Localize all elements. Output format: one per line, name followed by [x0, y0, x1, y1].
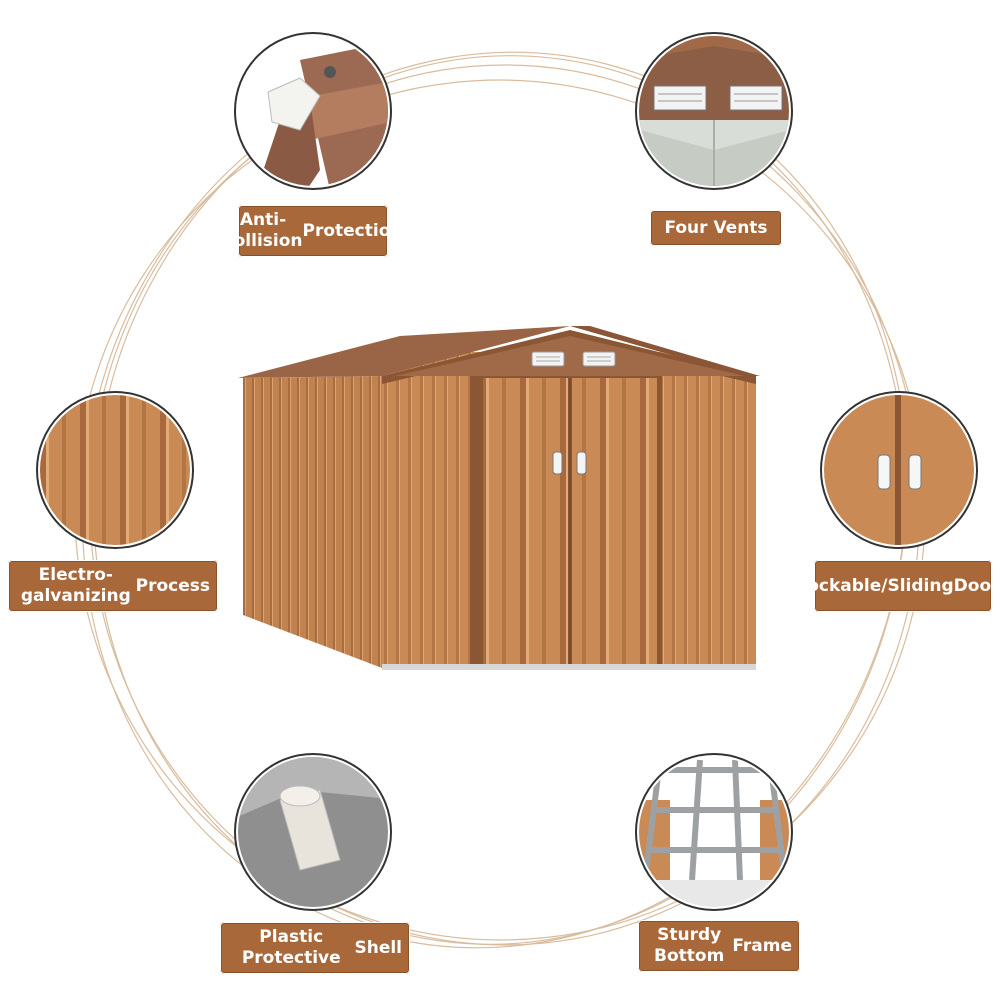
label-four-vents: Four Vents — [650, 210, 782, 246]
plastic-cap-icon — [234, 753, 392, 911]
label-sturdy-bottom: Sturdy Bottom Frame — [638, 920, 800, 972]
corrugated-panel-icon — [36, 391, 194, 549]
label-electro-galvanizing-line2: Process — [135, 575, 210, 596]
vent-right — [582, 351, 616, 367]
vent-icon — [635, 32, 793, 190]
label-anti-collision: Anti-collision Protection — [224, 205, 402, 257]
label-plastic-shell-line2: Shell — [354, 937, 402, 958]
label-electro-galvanizing: Electro-galvanizing Process — [8, 560, 218, 612]
label-lockable-doors: Lockable/Sliding Doors — [796, 560, 1000, 612]
label-lockable-doors-line1: Lockable/Sliding — [796, 575, 954, 596]
label-plastic-shell-line1: Plastic Protective — [241, 927, 341, 968]
door-handle-left — [552, 451, 563, 475]
metal-shed — [238, 326, 760, 670]
label-sturdy-bottom-line2: Frame — [732, 935, 792, 956]
label-sturdy-bottom-line1: Sturdy Bottom — [654, 925, 725, 966]
label-electro-galvanizing-line1: Electro-galvanizing — [20, 565, 131, 606]
corner-cap-icon — [234, 32, 392, 190]
door-handle-icon — [820, 391, 978, 549]
floor-frame-icon — [635, 753, 793, 911]
label-plastic-shell: Plastic Protective Shell — [220, 922, 410, 974]
vent-left — [531, 351, 565, 367]
label-lockable-doors-line2: Doors — [953, 575, 1000, 596]
label-anti-collision-line1: Anti-collision — [223, 210, 303, 251]
door-handle-right — [576, 451, 587, 475]
label-anti-collision-line2: Protection — [302, 220, 403, 241]
label-four-vents-line1: Four Vents — [664, 217, 768, 238]
